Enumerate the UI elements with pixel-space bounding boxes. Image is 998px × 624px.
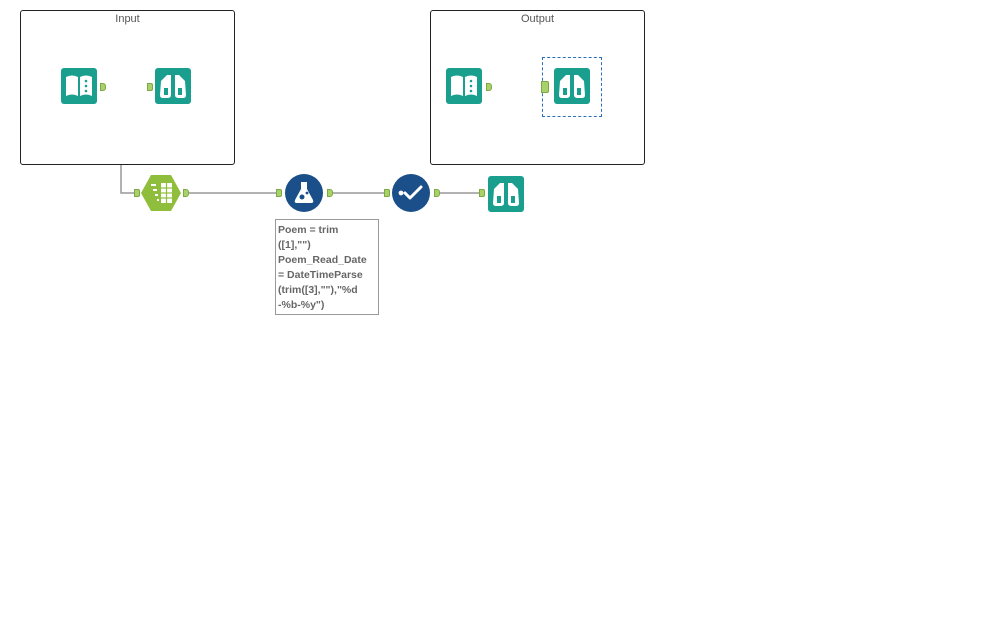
- binoculars-icon: [488, 176, 524, 212]
- select-input-anchor[interactable]: [384, 189, 390, 197]
- select-tool[interactable]: [392, 174, 430, 212]
- input-browse-input-anchor[interactable]: [147, 83, 153, 91]
- book-icon: [61, 68, 97, 104]
- output-browse-tool[interactable]: [554, 68, 590, 104]
- text-to-columns-tool[interactable]: [141, 175, 181, 211]
- formula-tool[interactable]: [285, 174, 323, 212]
- final-browse-input-anchor[interactable]: [479, 189, 485, 197]
- output-text-tool[interactable]: [446, 68, 482, 104]
- final-browse-tool[interactable]: [488, 176, 524, 212]
- input-container[interactable]: Input: [20, 10, 235, 165]
- text-columns-output-anchor[interactable]: [183, 189, 189, 197]
- input-text-tool[interactable]: [61, 68, 97, 104]
- text-columns-input-anchor[interactable]: [134, 189, 140, 197]
- select-output-anchor[interactable]: [434, 189, 440, 197]
- output-container-title: Output: [520, 13, 555, 25]
- input-browse-tool[interactable]: [155, 68, 191, 104]
- book-icon: [446, 68, 482, 104]
- checkmark-icon: [392, 174, 430, 212]
- output-browse-input-anchor[interactable]: [541, 81, 549, 93]
- output-text-output-anchor[interactable]: [486, 83, 492, 91]
- formula-input-anchor[interactable]: [276, 189, 282, 197]
- binoculars-icon: [155, 68, 191, 104]
- binoculars-icon: [554, 68, 590, 104]
- input-text-output-anchor[interactable]: [100, 83, 106, 91]
- text-columns-icon: [141, 175, 181, 211]
- formula-output-anchor[interactable]: [327, 189, 333, 197]
- formula-annotation: Poem = trim ([1],"") Poem_Read_Date = Da…: [275, 219, 379, 315]
- flask-icon: [285, 174, 323, 212]
- input-container-title: Input: [115, 13, 140, 25]
